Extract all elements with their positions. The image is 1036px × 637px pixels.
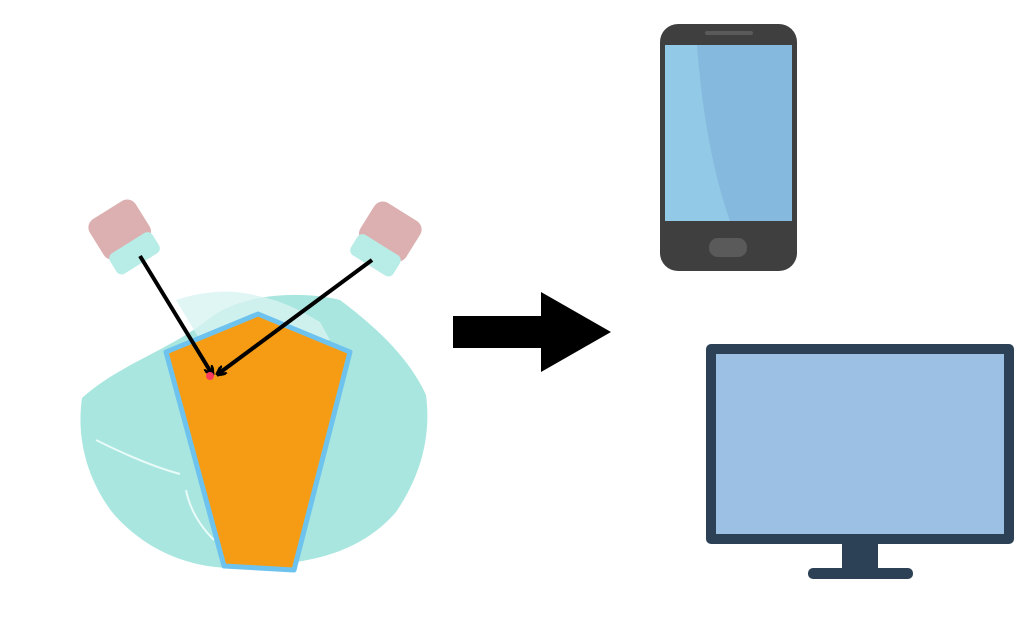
projector-lens bbox=[109, 232, 160, 275]
monitor-icon bbox=[706, 344, 1014, 579]
smartphone-icon bbox=[660, 24, 797, 271]
monitor-screen bbox=[716, 354, 1004, 534]
tissue-crease bbox=[185, 489, 215, 541]
projector-lens bbox=[350, 234, 401, 277]
tissue-crease bbox=[95, 439, 181, 475]
right-light-path bbox=[218, 258, 374, 374]
right-projector-icon bbox=[350, 201, 422, 277]
flow-arrow-right-icon bbox=[453, 292, 611, 372]
monitor-neck bbox=[842, 544, 878, 572]
phone-screen-highlight bbox=[665, 45, 730, 221]
left-light-path bbox=[138, 254, 212, 374]
monitor-base bbox=[808, 568, 913, 579]
left-projector-icon bbox=[88, 199, 160, 275]
phone-speaker bbox=[705, 31, 753, 35]
phone-home-button bbox=[709, 238, 747, 257]
target-point bbox=[206, 372, 214, 380]
